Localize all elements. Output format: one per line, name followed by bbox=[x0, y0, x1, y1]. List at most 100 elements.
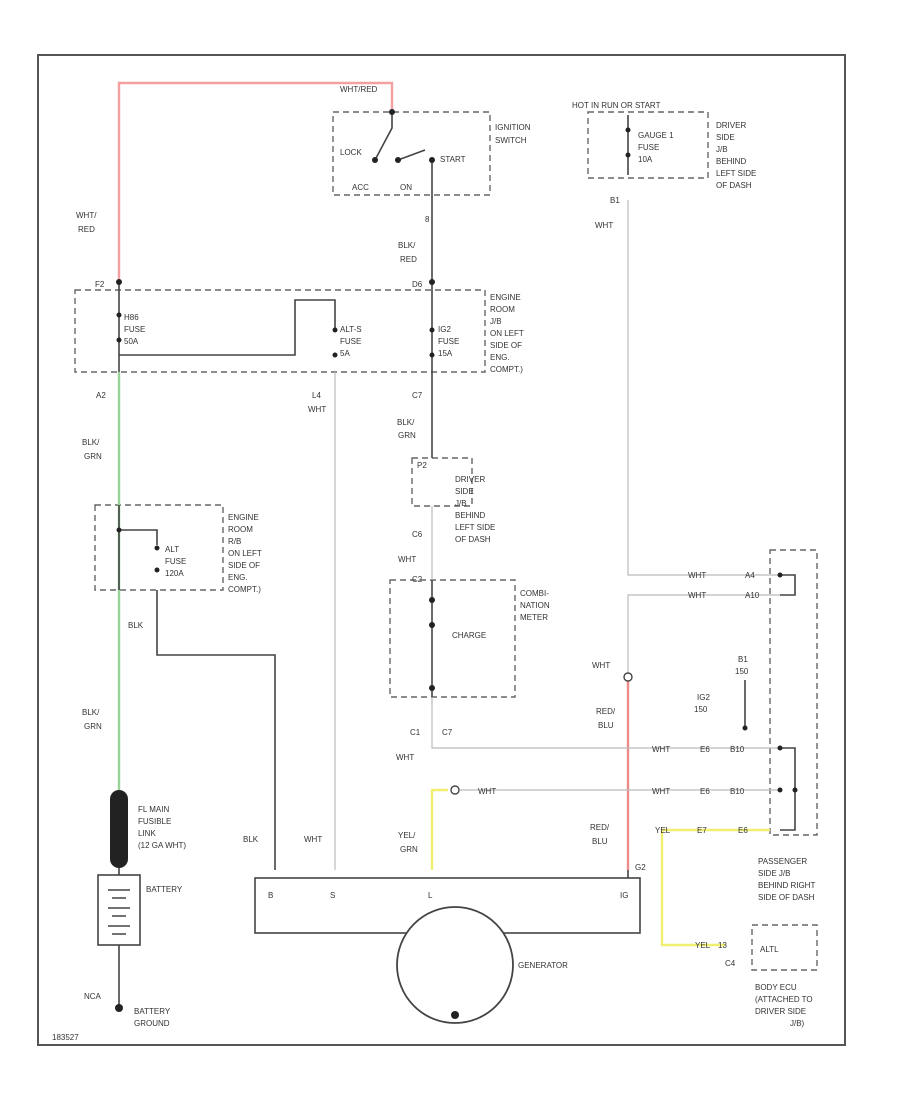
label-ignition-a: IGNITION bbox=[495, 123, 531, 132]
diagram-frame bbox=[37, 54, 846, 1046]
gauge-fuse-box bbox=[587, 111, 709, 179]
label-ecu-d: J/B) bbox=[790, 1019, 805, 1028]
label-hws-c: 50A bbox=[124, 337, 139, 346]
label-blk-red-b: RED bbox=[400, 255, 417, 264]
label-ig2-small-b: 150 bbox=[694, 705, 708, 714]
label-c4: C4 bbox=[725, 959, 736, 968]
node bbox=[429, 352, 435, 358]
label-b1-right-a: B1 bbox=[738, 655, 748, 664]
label-hws-b: FUSE bbox=[124, 325, 145, 334]
label-red-blu-b: BLU bbox=[598, 721, 614, 730]
label-blk-grn2-a: BLK/ bbox=[82, 438, 100, 447]
label-hws-a: H86 bbox=[124, 313, 139, 322]
node bbox=[429, 327, 435, 333]
label-e6-1: E6 bbox=[700, 745, 710, 754]
label-pin-c6: C6 bbox=[412, 530, 423, 539]
label-gen-s: S bbox=[330, 891, 335, 900]
label-blk-grn-top-b: GRN bbox=[398, 431, 416, 440]
label-fl-d: (12 GA WHT) bbox=[138, 841, 186, 850]
node bbox=[116, 312, 122, 318]
wire-yel bbox=[660, 828, 770, 947]
label-eng-jb-a: ENGINE bbox=[490, 293, 521, 302]
node bbox=[116, 527, 122, 533]
label-yel-a: YEL bbox=[655, 826, 671, 835]
label-dj-top-f: OF DASH bbox=[716, 181, 752, 190]
label-ig2-c: 15A bbox=[438, 349, 453, 358]
label-dj-mid-b: SIDE bbox=[455, 487, 474, 496]
driver-jb-mid-box bbox=[411, 457, 473, 507]
label-dj-mid-d: BEHIND bbox=[455, 511, 485, 520]
label-wht-right: WHT bbox=[595, 221, 613, 230]
label-gauge-b: FUSE bbox=[638, 143, 659, 152]
label-wht-conn: WHT bbox=[478, 787, 496, 796]
connector-ring bbox=[623, 672, 633, 682]
label-e6-2: E6 bbox=[700, 787, 710, 796]
label-dj-top-b: SIDE bbox=[716, 133, 735, 142]
label-wht-pj2: WHT bbox=[688, 591, 706, 600]
label-alt-b: FUSE bbox=[165, 557, 186, 566]
wire-wht-b1 bbox=[627, 200, 780, 576]
label-bg-a: BATTERY bbox=[134, 1007, 171, 1016]
node bbox=[429, 622, 435, 628]
label-generator: GENERATOR bbox=[518, 961, 568, 970]
node bbox=[777, 787, 783, 793]
label-ignition-b: SWITCH bbox=[495, 136, 527, 145]
node bbox=[395, 157, 401, 163]
combination-meter-box bbox=[389, 579, 516, 698]
wire-yel-grn bbox=[430, 788, 448, 870]
wire-hws-link bbox=[119, 299, 336, 356]
label-pin-c7: C7 bbox=[442, 728, 453, 737]
label-wht-pj1: WHT bbox=[688, 571, 706, 580]
label-dj-top-a: DRIVER bbox=[716, 121, 746, 130]
label-gen-b: B bbox=[268, 891, 273, 900]
label-dj-mid-e: LEFT SIDE bbox=[455, 523, 495, 532]
label-gen-l: L bbox=[428, 891, 433, 900]
label-blk-grn3-a: BLK/ bbox=[82, 708, 100, 717]
generator-ground bbox=[451, 1011, 459, 1019]
label-pin-c1: C1 bbox=[410, 728, 421, 737]
node bbox=[429, 597, 435, 603]
label-hot: HOT IN RUN OR START bbox=[572, 101, 661, 110]
label-eng-jb-e: SIDE OF bbox=[490, 341, 522, 350]
label-charge: CHARGE bbox=[452, 631, 486, 640]
label-acc: ACC bbox=[352, 183, 369, 192]
label-ig2-b: FUSE bbox=[438, 337, 459, 346]
label-dj-top-e: LEFT SIDE bbox=[716, 169, 756, 178]
label-top-wire: WHT/RED bbox=[340, 85, 378, 94]
label-combo-c: METER bbox=[520, 613, 548, 622]
label-wht-l4: WHT bbox=[308, 405, 326, 414]
label-eng-mb-g: COMPT.) bbox=[228, 585, 261, 594]
node bbox=[332, 327, 338, 333]
node bbox=[625, 152, 631, 158]
node bbox=[429, 279, 435, 285]
label-ecu-a: BODY ECU bbox=[755, 983, 797, 992]
label-combo-b: NATION bbox=[520, 601, 550, 610]
label-alts-c: 5A bbox=[340, 349, 350, 358]
fusible-link bbox=[110, 790, 128, 868]
label-blk-grn3-b: GRN bbox=[84, 722, 102, 731]
label-yel2: YEL bbox=[695, 941, 711, 950]
label-pj-a: PASSENGER bbox=[758, 857, 807, 866]
label-wht-red-a: WHT/ bbox=[76, 211, 97, 220]
label-wht-g: WHT bbox=[592, 661, 610, 670]
label-on: ON bbox=[400, 183, 412, 192]
label-gauge-c: 10A bbox=[638, 155, 653, 164]
wire-wht-a10 bbox=[627, 594, 780, 680]
wire-ignition-arm bbox=[374, 112, 393, 161]
label-e6-2b: B10 bbox=[730, 787, 745, 796]
battery-ground-symbol bbox=[115, 1004, 123, 1012]
label-dj-top-d: BEHIND bbox=[716, 157, 746, 166]
node bbox=[389, 109, 395, 115]
node bbox=[777, 745, 783, 751]
label-nca: NCA bbox=[84, 992, 102, 1001]
label-alts-b: FUSE bbox=[340, 337, 361, 346]
node bbox=[625, 127, 631, 133]
label-blk-grn-top-a: BLK/ bbox=[397, 418, 415, 427]
label-wht-red-b: RED bbox=[78, 225, 95, 234]
label-ecu-c: DRIVER SIDE bbox=[755, 1007, 806, 1016]
label-eng-mb-c: R/B bbox=[228, 537, 241, 546]
label-eng-jb-c: J/B bbox=[490, 317, 502, 326]
label-battery: BATTERY bbox=[146, 885, 183, 894]
label-pin-c7-top: C7 bbox=[412, 391, 423, 400]
label-e-a: E7 bbox=[697, 826, 707, 835]
